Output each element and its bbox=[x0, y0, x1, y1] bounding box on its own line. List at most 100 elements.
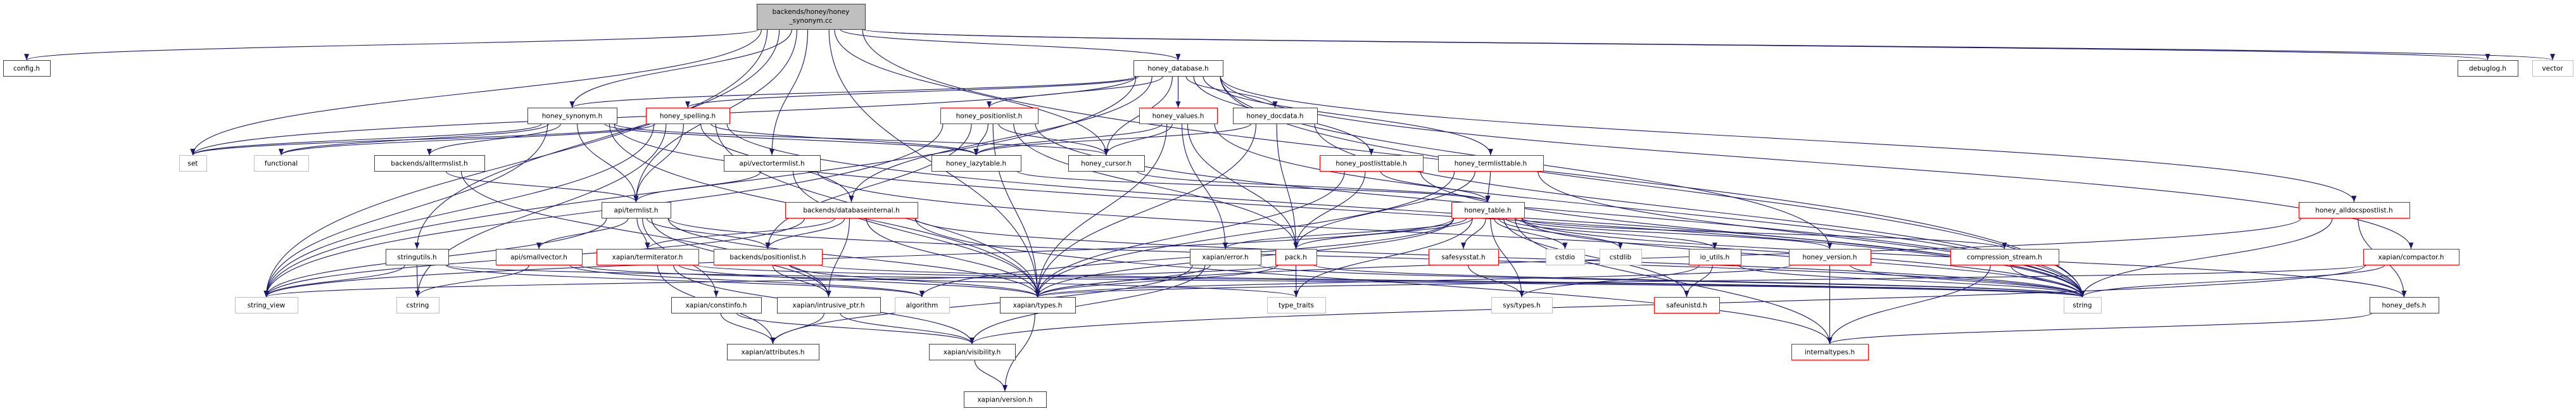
node-vectortermlist[interactable]: api/vectortermlist.h bbox=[724, 155, 821, 172]
edge-root-to-set bbox=[190, 28, 762, 156]
node-set[interactable]: set bbox=[179, 155, 207, 172]
node-visibility[interactable]: xapian/visibility.h bbox=[929, 344, 1016, 360]
edge-honey_database-to-honey_alldocspostlist bbox=[1220, 75, 2357, 203]
edge-stringutils-to-cstring bbox=[415, 264, 420, 298]
node-honey-postlisttable[interactable]: honey_postlisttable.h bbox=[1320, 155, 1424, 172]
node-label: honey_database.h bbox=[1147, 65, 1208, 73]
node-xerror[interactable]: xapian/error.h bbox=[1190, 249, 1261, 265]
edge-stringutils-to-algorithm bbox=[445, 264, 925, 298]
node-debuglog[interactable]: debuglog.h bbox=[2458, 60, 2518, 77]
node-box bbox=[597, 249, 699, 265]
node-stringutils[interactable]: stringutils.h bbox=[386, 249, 449, 265]
node-label: xapian/error.h bbox=[1202, 254, 1248, 262]
node-io-utils[interactable]: io_utils.h bbox=[1689, 249, 1741, 265]
edge-root-to-honey_cursor bbox=[834, 28, 1109, 156]
node-honey-lazytable[interactable]: honey_lazytable.h bbox=[931, 155, 1021, 172]
node-box bbox=[386, 249, 449, 265]
edge-honey_synonym_h-to-termlist bbox=[577, 123, 639, 203]
node-string-view[interactable]: string_view bbox=[235, 297, 298, 313]
node-cstdio[interactable]: cstdio bbox=[1546, 249, 1585, 265]
node-honey-alldocspostlist[interactable]: honey_alldocspostlist.h bbox=[2299, 202, 2410, 218]
node-box bbox=[1267, 297, 1326, 313]
node-honey-table[interactable]: honey_table.h bbox=[1451, 202, 1525, 218]
edge-termlist-to-xtypes bbox=[667, 217, 1040, 298]
node-positionlist[interactable]: backends/positionlist.h bbox=[714, 249, 823, 265]
node-box bbox=[496, 249, 583, 265]
edge-honey_termlisttable-to-honey_table bbox=[1485, 170, 1491, 203]
edge-honey_termlisttable-to-string bbox=[1537, 170, 2085, 298]
node-honey-cursor[interactable]: honey_cursor.h bbox=[1068, 155, 1145, 172]
node-compactor[interactable]: xapian/compactor.h bbox=[2363, 249, 2459, 265]
edge-honey_spelling-to-string_view bbox=[263, 123, 655, 298]
node-pack[interactable]: pack.h bbox=[1275, 249, 1317, 265]
node-box bbox=[1133, 60, 1223, 77]
node-root[interactable]: backends/honey/honey_synonym.cc bbox=[757, 4, 866, 30]
node-honey-version[interactable]: honey_version.h bbox=[1789, 249, 1871, 265]
node-honey-values[interactable]: honey_values.h bbox=[1139, 108, 1218, 124]
node-attributes[interactable]: xapian/attributes.h bbox=[727, 344, 819, 360]
node-termiterator[interactable]: xapian/termiterator.h bbox=[597, 249, 699, 265]
node-label: compression_stream.h bbox=[1967, 254, 2042, 262]
node-box bbox=[1190, 249, 1261, 265]
node-cstring[interactable]: cstring bbox=[396, 297, 439, 313]
node-smallvector[interactable]: api/smallvector.h bbox=[496, 249, 583, 265]
node-label: honey_alldocspostlist.h bbox=[2315, 207, 2392, 215]
node-honey-synonym-h[interactable]: honey_synonym.h bbox=[527, 108, 617, 124]
node-honey-positionlist[interactable]: honey_positionlist.h bbox=[940, 108, 1039, 124]
edge-honey_synonym_h-to-set bbox=[190, 123, 543, 156]
edge-smallvector-to-cstring bbox=[415, 264, 530, 298]
edge-smallvector-to-type_traits bbox=[579, 264, 1299, 298]
node-box bbox=[1320, 155, 1424, 172]
node-label: type_traits bbox=[1279, 302, 1314, 310]
edge-root-to-honey_database bbox=[840, 28, 1181, 61]
node-box bbox=[1451, 202, 1525, 218]
node-functional[interactable]: functional bbox=[254, 155, 309, 172]
edge-honey_postlisttable-to-string bbox=[1420, 170, 2085, 298]
node-cstdlib[interactable]: cstdlib bbox=[1600, 249, 1642, 265]
node-type-traits[interactable]: type_traits bbox=[1267, 297, 1326, 313]
node-alltermslist[interactable]: backends/alltermslist.h bbox=[374, 155, 485, 172]
edge-pack-to-string_view bbox=[264, 264, 1279, 298]
node-termlist[interactable]: api/termlist.h bbox=[602, 202, 671, 218]
node-internaltypes[interactable]: internaltypes.h bbox=[1791, 344, 1869, 360]
node-constinfo[interactable]: xapian/constinfo.h bbox=[671, 297, 762, 313]
edge-compactor-to-string bbox=[2080, 264, 2385, 298]
node-databaseinternal[interactable]: backends/databaseinternal.h bbox=[785, 202, 918, 218]
node-honey-docdata[interactable]: honey_docdata.h bbox=[1233, 108, 1318, 124]
node-box bbox=[940, 108, 1039, 124]
edge-honey_table-to-cstdio bbox=[1493, 217, 1568, 250]
node-config[interactable]: config.h bbox=[3, 60, 51, 77]
node-compression-stream[interactable]: compression_stream.h bbox=[1950, 249, 2059, 265]
node-version[interactable]: xapian/version.h bbox=[964, 391, 1047, 408]
node-string[interactable]: string bbox=[2064, 297, 2102, 313]
edge-honey_positionlist-to-string bbox=[1035, 123, 2085, 298]
node-box bbox=[1491, 297, 1553, 313]
edge-honey_cursor-to-honey_table bbox=[1136, 170, 1491, 203]
node-label: xapian/constinfo.h bbox=[686, 302, 747, 310]
node-box bbox=[727, 344, 819, 360]
node-label: honey_values.h bbox=[1152, 113, 1204, 120]
node-safesysstat[interactable]: safesysstat.h bbox=[1429, 249, 1499, 265]
node-honey-database[interactable]: honey_database.h bbox=[1133, 60, 1223, 77]
node-label: string bbox=[2073, 302, 2092, 310]
node-label: functional bbox=[265, 160, 298, 168]
node-honey-defs[interactable]: honey_defs.h bbox=[2370, 297, 2439, 313]
node-vector[interactable]: vector bbox=[2532, 60, 2573, 77]
edge-termlist-to-string bbox=[667, 217, 2085, 298]
edge-databaseinternal-to-termiterator bbox=[645, 217, 836, 250]
node-box bbox=[1546, 249, 1585, 265]
node-box bbox=[2370, 297, 2439, 313]
node-label: io_utils.h bbox=[1700, 254, 1730, 262]
node-honey-spelling[interactable]: honey_spelling.h bbox=[646, 108, 730, 124]
node-box bbox=[964, 391, 1047, 408]
node-sys-types[interactable]: sys/types.h bbox=[1491, 297, 1553, 313]
edge-positionlist-to-intrusive_ptr bbox=[772, 264, 831, 298]
node-label: honey_cursor.h bbox=[1081, 160, 1132, 168]
node-xtypes[interactable]: xapian/types.h bbox=[1000, 297, 1076, 313]
node-honey-termlisttable[interactable]: honey_termlisttable.h bbox=[1438, 155, 1544, 172]
node-safeunistd[interactable]: safeunistd.h bbox=[1654, 297, 1720, 313]
node-algorithm[interactable]: algorithm bbox=[895, 297, 950, 313]
edge-honey_database-to-honey_synonym_h bbox=[569, 75, 1137, 108]
edge-honey_table-to-honey_version bbox=[1515, 217, 1833, 250]
node-intrusive-ptr[interactable]: xapian/intrusive_ptr.h bbox=[777, 297, 881, 313]
